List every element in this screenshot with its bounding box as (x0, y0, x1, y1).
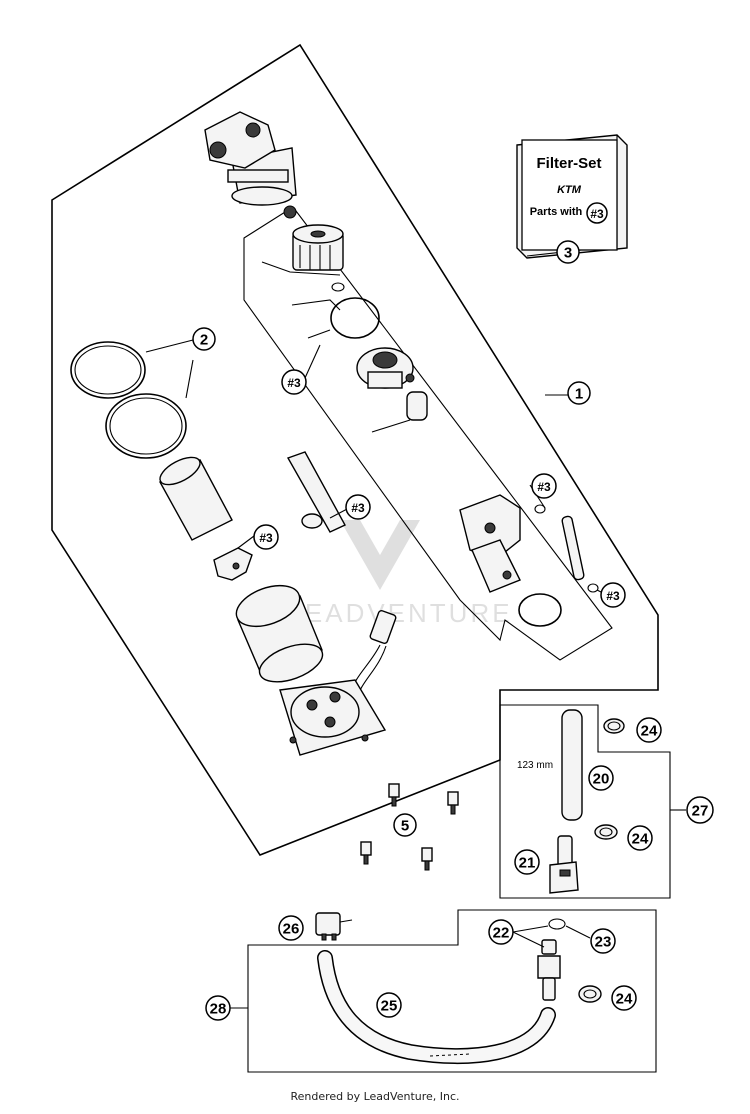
pump-flange[interactable] (279, 679, 387, 756)
svg-text:2: 2 (200, 332, 208, 349)
pump-reservoir[interactable] (231, 578, 328, 690)
long-fuel-hose[interactable] (317, 950, 556, 1065)
retainer-clip[interactable] (213, 547, 253, 581)
svg-text:21: 21 (519, 855, 536, 872)
callout-23[interactable]: 23 (590, 928, 616, 954)
callout-27[interactable]: 27 (686, 796, 714, 824)
callout-22[interactable]: 22 (488, 919, 514, 945)
o-ring-upper[interactable] (330, 297, 380, 339)
callout-26[interactable]: 26 (278, 915, 304, 941)
filter-set-title: Filter-Set (536, 155, 601, 172)
filter-set-parts-label: Parts with (530, 206, 583, 218)
large-o-ring-2-inner (109, 397, 183, 455)
callout-28[interactable]: 28 (205, 995, 231, 1021)
watermark-text: LEADVENTURE (287, 598, 512, 628)
fuel-pump-assembly-frame (51, 43, 659, 856)
svg-text:20: 20 (593, 771, 610, 788)
hose-kit-frame (499, 704, 671, 899)
filter-set-box: Filter-Set KTM Parts with #3 (516, 134, 628, 259)
hose-length-label: 123 mm (517, 760, 553, 771)
large-o-ring-1[interactable] (70, 341, 146, 399)
filter-set-brand: KTM (557, 184, 582, 196)
filter-set-parts-ref: #3 (590, 207, 604, 221)
small-washer[interactable] (534, 504, 546, 514)
svg-text:23: 23 (595, 934, 612, 951)
filter-element[interactable] (283, 205, 344, 271)
fitting-o-ring[interactable] (548, 918, 566, 930)
svg-text:#3: #3 (287, 376, 301, 390)
large-o-ring-1-inner (74, 345, 142, 395)
ref-3-bracket[interactable]: #3 (345, 494, 371, 520)
svg-text:#3: #3 (351, 501, 365, 515)
callout-5[interactable]: 5 (393, 813, 417, 837)
small-washer-2[interactable] (587, 583, 599, 593)
svg-text:25: 25 (381, 998, 398, 1015)
svg-text:22: 22 (493, 925, 510, 942)
callout-3[interactable]: 3 (556, 240, 580, 264)
small-seal[interactable] (331, 282, 345, 292)
callout-24-middle[interactable]: 24 (627, 825, 653, 851)
svg-text:28: 28 (210, 1001, 227, 1018)
quick-connector[interactable] (549, 835, 579, 894)
fuel-hose-123mm[interactable] (561, 709, 583, 821)
callout-1[interactable]: 1 (567, 381, 591, 405)
hose-clamp-middle[interactable] (594, 824, 618, 840)
svg-text:#3: #3 (537, 480, 551, 494)
svg-text:#3: #3 (259, 531, 273, 545)
callout-24-top[interactable]: 24 (636, 717, 662, 743)
svg-text:1: 1 (575, 386, 583, 403)
pump-head-housing[interactable] (204, 111, 297, 206)
svg-text:26: 26 (283, 921, 300, 938)
wire-plug[interactable] (315, 912, 353, 941)
o-ring-lower[interactable] (518, 593, 562, 627)
svg-text:27: 27 (692, 803, 709, 820)
bracket-strap[interactable] (286, 451, 346, 533)
svg-text:5: 5 (401, 818, 409, 835)
pickup-tube[interactable] (561, 515, 585, 581)
ref-3-clip[interactable]: #3 (253, 524, 279, 550)
hose-clamp-top[interactable] (603, 718, 625, 734)
callout-2[interactable]: 2 (192, 327, 216, 351)
ref-3-washer[interactable]: #3 (531, 473, 557, 499)
svg-text:24: 24 (616, 991, 633, 1008)
hose-clamp-bottom[interactable] (578, 985, 602, 1003)
pump-subassembly-frame (243, 206, 613, 661)
filter-sleeve[interactable] (156, 452, 233, 541)
ref-3-lower[interactable]: #3 (600, 582, 626, 608)
footer-credit: Rendered by LeadVenture, Inc. (290, 1090, 460, 1103)
bottom-hose-kit-frame (247, 909, 657, 1073)
callout-25[interactable]: 25 (376, 992, 402, 1018)
callout-21[interactable]: 21 (514, 849, 540, 875)
screws[interactable] (360, 783, 459, 871)
callout-24-bottom[interactable]: 24 (611, 985, 637, 1011)
pressure-regulator[interactable] (356, 347, 415, 389)
hose-fitting[interactable] (537, 939, 561, 1001)
svg-text:3: 3 (564, 245, 572, 262)
large-o-ring-2[interactable] (105, 393, 187, 459)
watermark: LEADVENTURE (287, 520, 512, 628)
ref-3-upper[interactable]: #3 (281, 369, 307, 395)
svg-text:#3: #3 (606, 589, 620, 603)
svg-text:24: 24 (641, 723, 658, 740)
callout-20[interactable]: 20 (588, 765, 614, 791)
svg-text:24: 24 (632, 831, 649, 848)
small-tube[interactable] (406, 391, 428, 421)
fuel-pump-motor[interactable] (459, 494, 521, 593)
